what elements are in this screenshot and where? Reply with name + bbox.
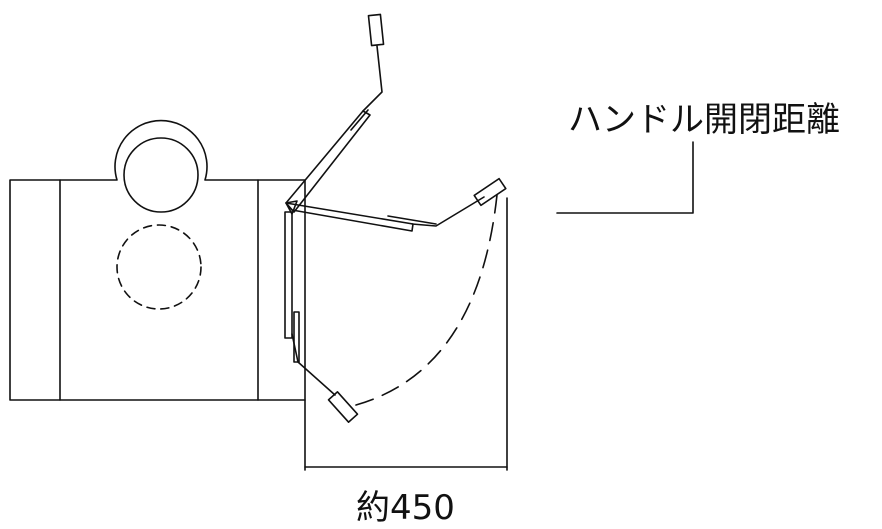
cabinet-body: [9, 119, 306, 401]
door-half-open-handle-grip: [473, 177, 507, 207]
door-full-open-handle-arm: [362, 45, 383, 112]
width-dimension-label: 約450: [356, 488, 455, 528]
width-dimension: [304, 197, 508, 471]
door-full-open: [285, 13, 385, 213]
label-leader-line: [556, 141, 694, 214]
door-half-open-handle-arm: [411, 196, 485, 227]
hinge-marker: [285, 200, 298, 215]
handle-distance-label: ハンドル開閉距離: [568, 100, 840, 140]
cabinet-outline: [9, 119, 306, 401]
door-full-open-handle-grip: [367, 13, 385, 47]
door-closed-handle-arm: [291, 333, 336, 396]
door-closed-handle-grip: [327, 391, 359, 423]
door-closed-panel: [284, 211, 293, 339]
cabinet-hidden-circle: [116, 224, 202, 310]
cabinet-top-circle: [123, 137, 199, 213]
door-half-open-rail: [387, 215, 437, 225]
handle-swing-arc: [355, 194, 498, 406]
door-full-open-panel: [285, 110, 371, 213]
door-closed-handle-rail: [293, 311, 300, 363]
door-full-open-rail: [350, 109, 369, 131]
door-half-open: [285, 177, 507, 232]
door-closed: [284, 211, 359, 423]
